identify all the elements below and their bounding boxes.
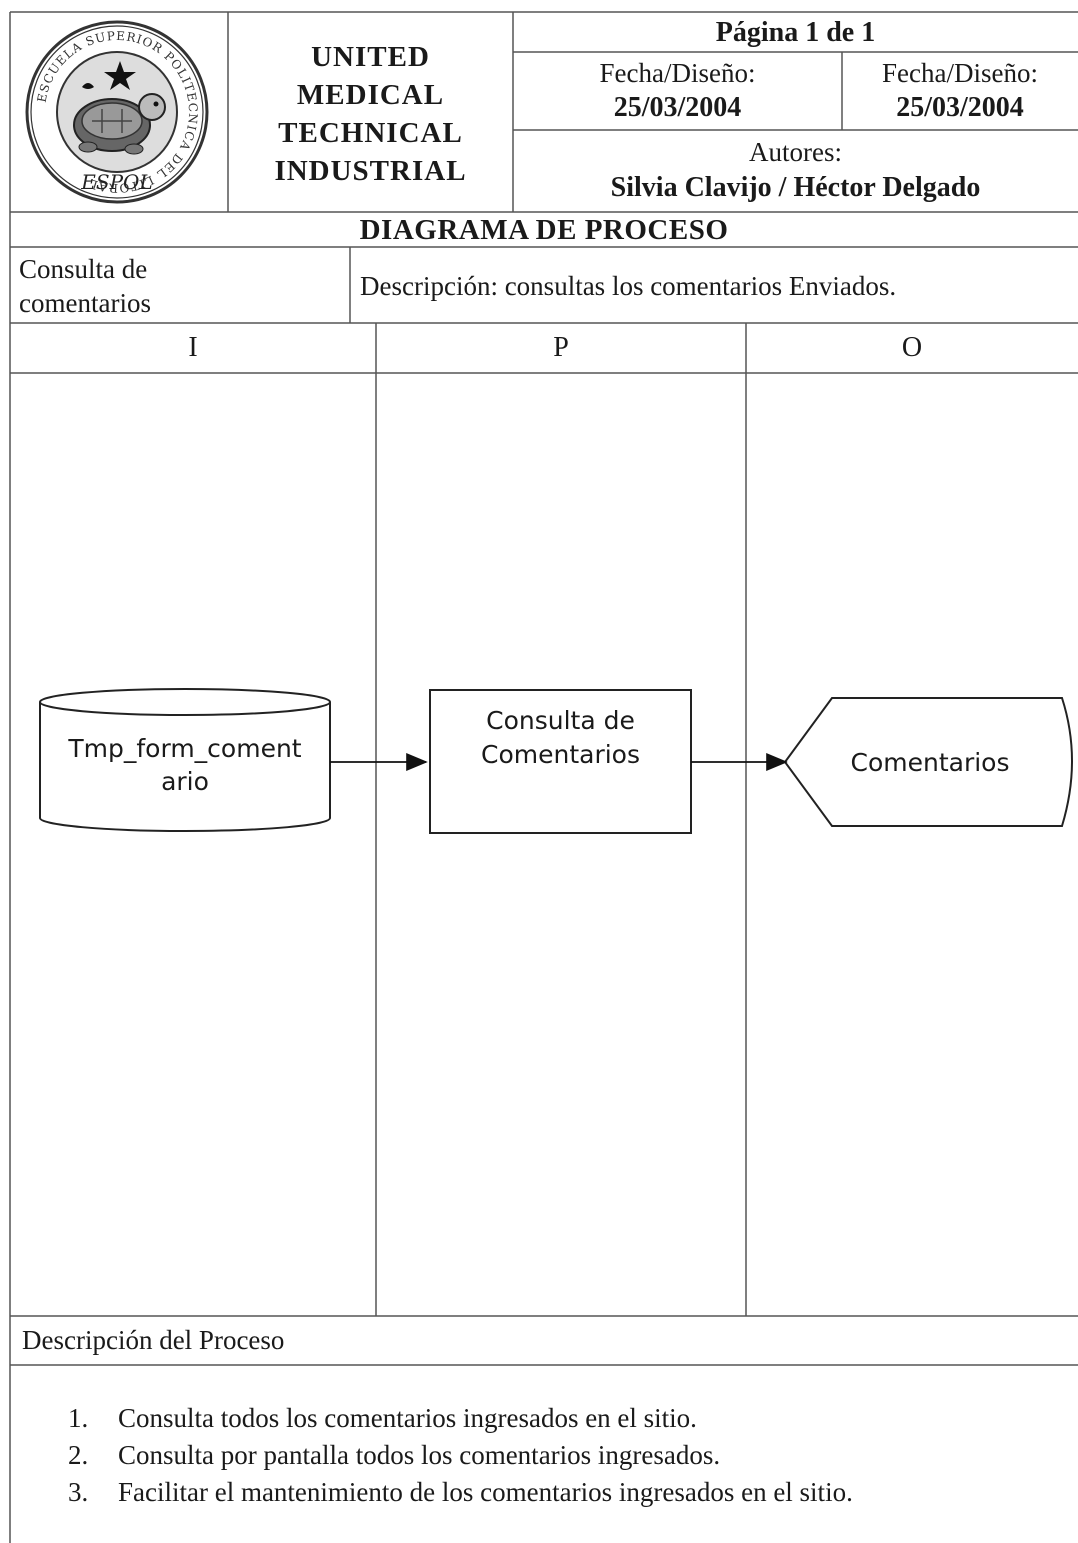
page-number: Página 1 de 1 xyxy=(715,17,876,48)
process-description: Descripción: consultas los comentarios E… xyxy=(360,271,897,301)
data-store-label: Tmp_form_coment ario xyxy=(68,734,302,796)
process-box-shape xyxy=(429,689,692,834)
company-line: MEDICAL xyxy=(296,79,445,111)
process-name: Consulta de comentarios xyxy=(19,254,151,318)
column-header-input: I xyxy=(188,332,198,363)
process-box-label: Consulta de Comentarios xyxy=(481,706,640,769)
column-header-process: P xyxy=(553,332,569,363)
espol-logo-icon: ESCUELA SUPERIOR POLITECNICA DEL LITORAL… xyxy=(25,20,209,204)
logo-bottom-text: ESPOL xyxy=(80,170,152,194)
company-line: INDUSTRIAL xyxy=(274,155,467,187)
company-line: UNITED xyxy=(311,41,430,73)
autores-value: Silvia Clavijo / Héctor Delgado xyxy=(610,172,981,203)
fecha-right-label: Fecha/Diseño: xyxy=(882,58,1038,88)
list-item: 3. Facilitar el mantenimiento de los com… xyxy=(68,1477,853,1507)
column-header-output: O xyxy=(901,332,923,363)
diagram-title: DIAGRAMA DE PROCESO xyxy=(359,214,729,246)
autores-label: Autores: xyxy=(749,137,842,167)
company-line: TECHNICAL xyxy=(278,117,463,149)
list-item: 2. Consulta por pantalla todos los comen… xyxy=(68,1440,721,1470)
output-display-label: Comentarios xyxy=(850,748,1010,777)
company-name: UNITED MEDICAL TECHNICAL INDUSTRIAL xyxy=(228,38,513,190)
fecha-left-label: Fecha/Diseño: xyxy=(599,58,756,88)
fecha-right-value: 25/03/2004 xyxy=(896,92,1024,123)
description-list: 1. Consulta todos los comentarios ingres… xyxy=(68,1400,1068,1511)
list-item: 1. Consulta todos los comentarios ingres… xyxy=(68,1403,697,1433)
output-display-shape xyxy=(783,697,1073,827)
description-section-title: Descripción del Proceso xyxy=(22,1325,285,1355)
fecha-left-value: 25/03/2004 xyxy=(613,92,742,123)
data-store-shape xyxy=(39,688,331,832)
